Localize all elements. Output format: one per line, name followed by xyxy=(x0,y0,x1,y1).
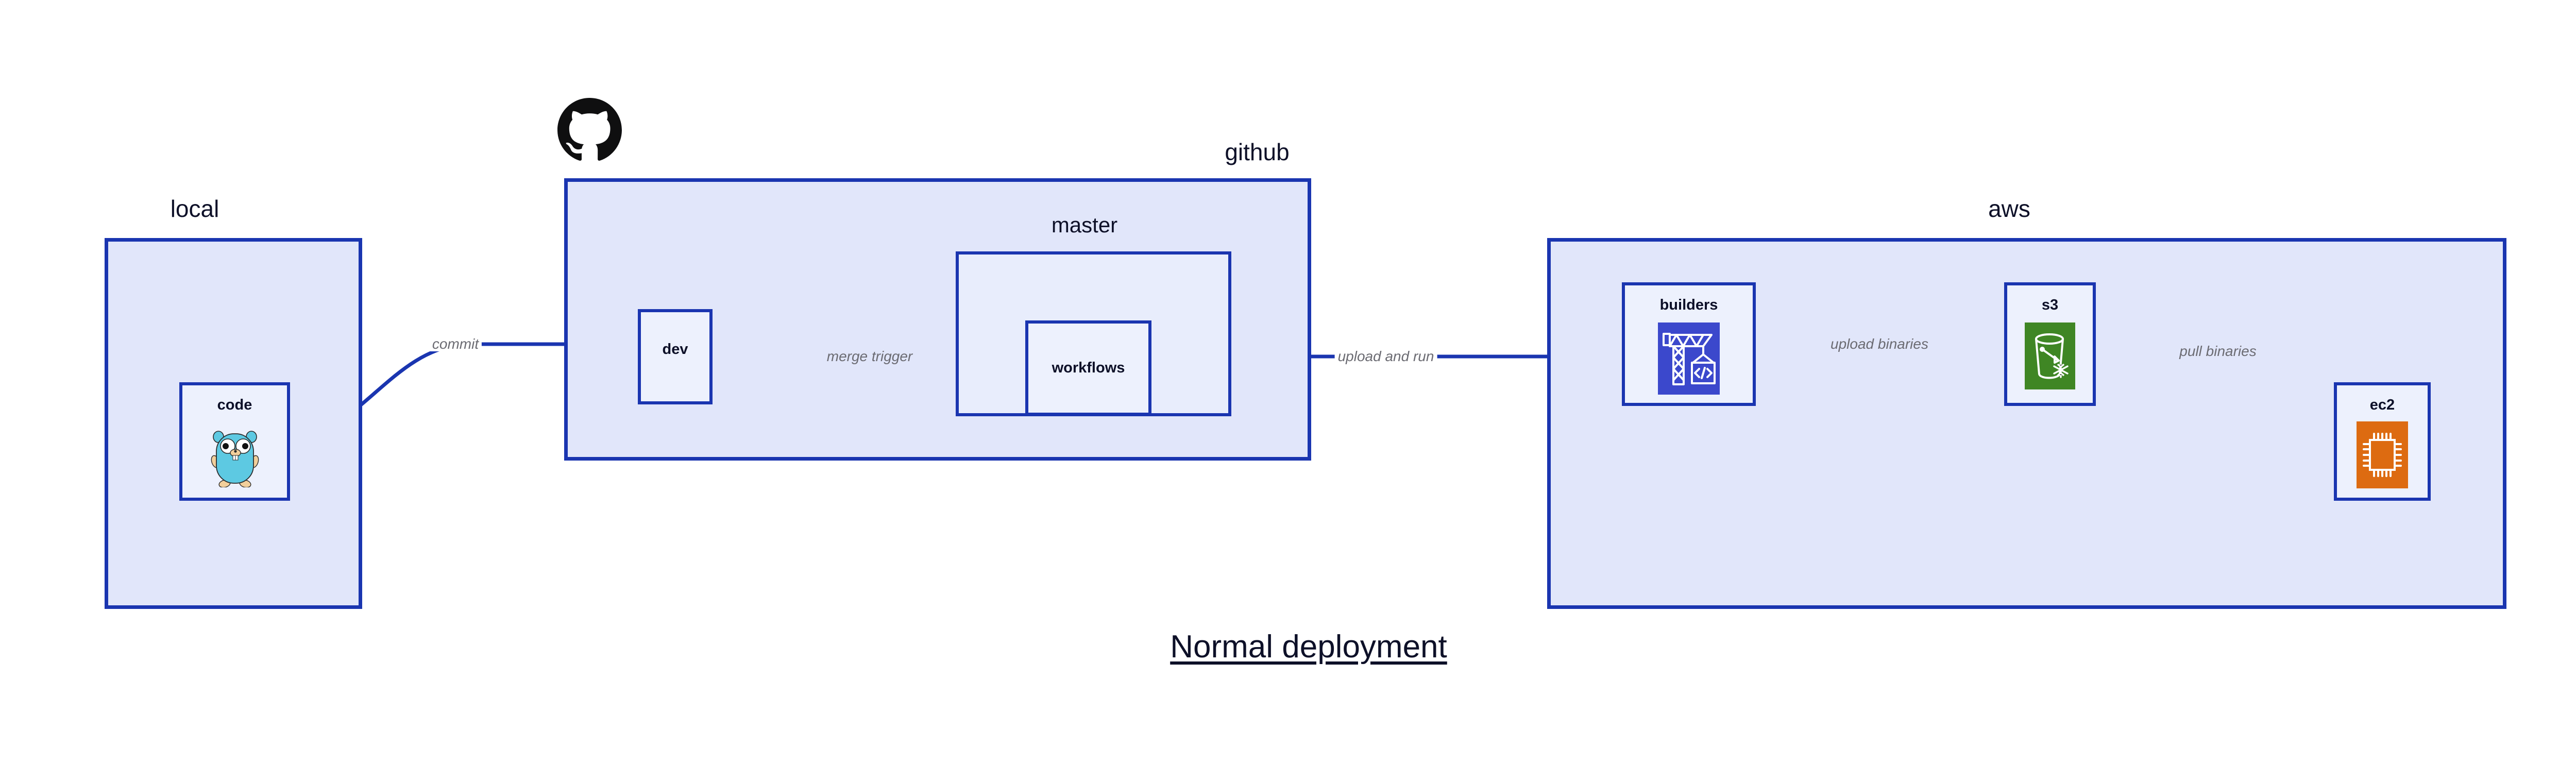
go-gopher-icon xyxy=(210,426,260,488)
node-label-dev: dev xyxy=(662,341,688,358)
node-dev[interactable]: dev xyxy=(638,309,713,404)
edge-label-merge-trigger: merge trigger xyxy=(823,349,916,364)
node-label-s3: s3 xyxy=(2041,297,2059,313)
diagram-title: Normal deployment xyxy=(1170,629,1447,665)
node-label-builders: builders xyxy=(1659,297,1718,313)
edge-label-upload-binaries: upload binaries xyxy=(1827,337,1931,351)
group-label-aws: aws xyxy=(1988,195,2030,222)
group-label-github: github xyxy=(1225,139,1290,165)
aws-s3-bucket-icon xyxy=(2025,322,2075,389)
github-octocat-icon xyxy=(557,98,622,162)
subgroup-label-master: master xyxy=(1051,213,1118,237)
node-ec2[interactable]: ec2 xyxy=(2334,382,2431,501)
node-label-ec2: ec2 xyxy=(2369,397,2395,413)
edge-label-commit: commit xyxy=(429,337,482,351)
node-s3[interactable]: s3 xyxy=(2004,282,2096,406)
node-workflows[interactable]: workflows xyxy=(1025,320,1151,416)
aws-ec2-chip-icon xyxy=(2357,421,2408,488)
node-code[interactable]: code xyxy=(179,382,290,501)
aws-codebuild-crane-icon xyxy=(1658,322,1720,395)
node-label-workflows: workflows xyxy=(1052,360,1125,376)
node-label-code: code xyxy=(217,397,252,413)
group-label-local: local xyxy=(170,195,219,222)
node-builders[interactable]: builders xyxy=(1622,282,1756,406)
edge-label-pull-binaries: pull binaries xyxy=(2176,344,2260,359)
edge-label-upload-and-run: upload and run xyxy=(1334,349,1437,364)
